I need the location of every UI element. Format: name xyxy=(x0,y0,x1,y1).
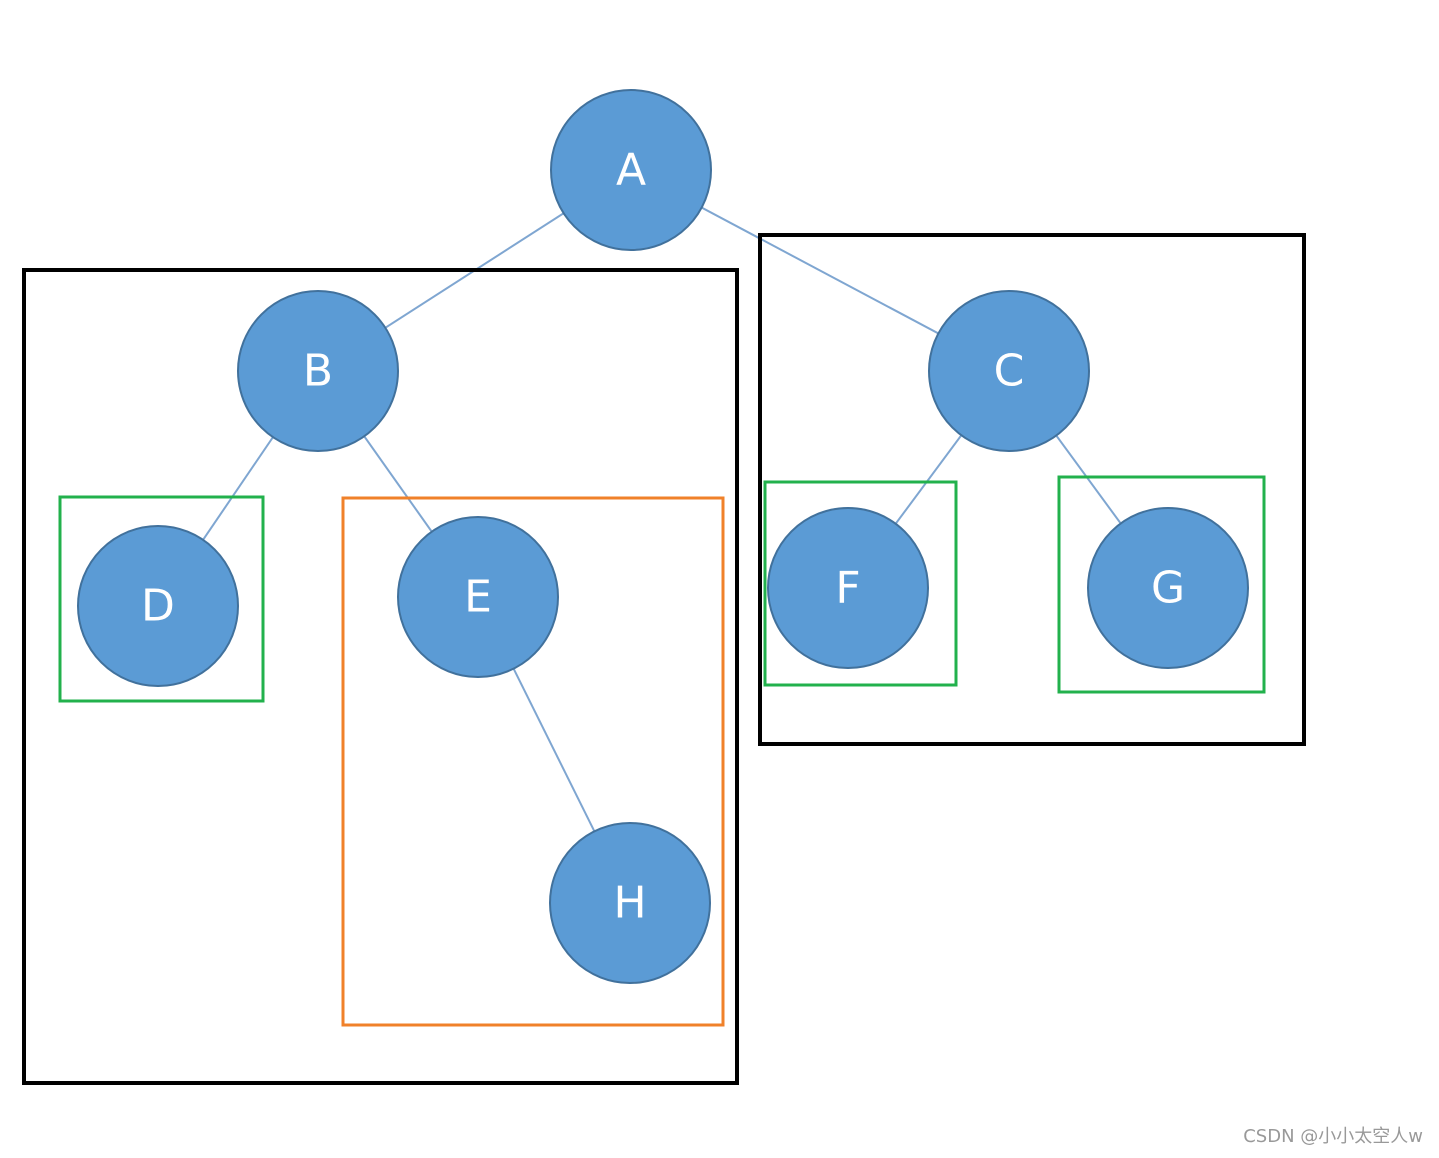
node-d: D xyxy=(77,525,239,687)
node-label: G xyxy=(1151,563,1185,614)
frames-layer xyxy=(22,233,1306,1085)
node-label: F xyxy=(835,563,860,614)
frame-left-subtree xyxy=(22,268,739,1085)
node-circle xyxy=(77,525,239,687)
node-label: B xyxy=(303,346,333,397)
node-label: H xyxy=(613,878,646,929)
frame-leaf-d xyxy=(58,495,265,703)
node-a: A xyxy=(550,89,712,251)
frame-leaf-f xyxy=(763,480,958,687)
node-label: D xyxy=(141,581,175,632)
node-circle xyxy=(928,290,1090,452)
node-b: B xyxy=(237,290,399,452)
node-label: A xyxy=(616,145,646,196)
node-c: C xyxy=(928,290,1090,452)
node-circle xyxy=(549,822,711,984)
node-circle xyxy=(550,89,712,251)
frame-subtree-e xyxy=(341,496,725,1027)
node-label: C xyxy=(994,346,1025,397)
edges-layer xyxy=(157,169,1169,904)
nodes-layer: A B C D E F G H xyxy=(77,89,1249,984)
node-h: H xyxy=(549,822,711,984)
node-circle xyxy=(237,290,399,452)
node-g: G xyxy=(1087,507,1249,669)
node-e: E xyxy=(397,516,559,678)
node-label: E xyxy=(464,572,492,623)
node-f: F xyxy=(767,507,929,669)
watermark: CSDN @小小太空人w xyxy=(1243,1126,1423,1147)
frame-leaf-g xyxy=(1057,475,1266,694)
frame-right-subtree xyxy=(758,233,1306,746)
node-circle xyxy=(1087,507,1249,669)
node-circle xyxy=(397,516,559,678)
node-circle xyxy=(767,507,929,669)
